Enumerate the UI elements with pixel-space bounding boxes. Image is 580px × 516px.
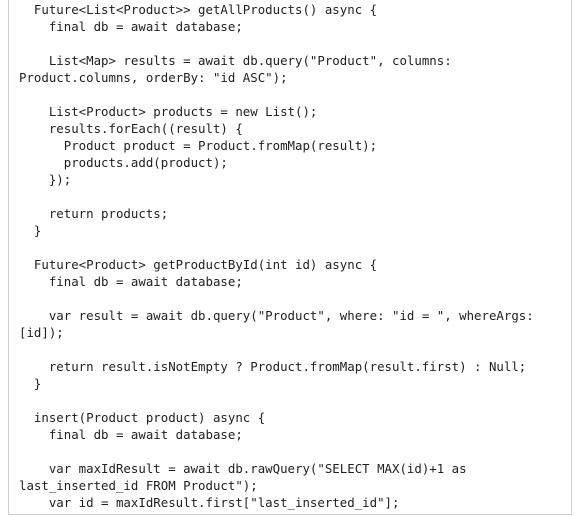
code-line: List<Product> products = new List();: [19, 104, 318, 119]
code-lines: Future<List<Product>> getAllProducts() a…: [19, 1, 567, 511]
code-line: [19, 290, 567, 307]
code-line: Future<List<Product>> getAllProducts() a…: [19, 2, 378, 17]
code-line: }: [19, 376, 42, 391]
code-line: products.add(product);: [19, 155, 228, 170]
code-line: [19, 35, 567, 52]
code-line: [19, 239, 567, 256]
code-line: final db = await database;: [19, 19, 243, 34]
code-line: }: [19, 223, 42, 238]
code-line: [19, 86, 567, 103]
code-line: [19, 443, 567, 460]
code-line: last_inserted_id FROM Product");: [19, 478, 258, 493]
code-line: [19, 188, 567, 205]
code-line: results.forEach((result) {: [19, 121, 243, 136]
code-line: return result.isNotEmpty ? Product.fromM…: [19, 359, 527, 374]
code-panel: Future<List<Product>> getAllProducts() a…: [8, 0, 572, 515]
code-line: [id]);: [19, 325, 64, 340]
code-line: var result = await db.query("Product", w…: [19, 308, 534, 323]
code-line: insert(Product product) async {: [19, 410, 266, 425]
code-line: Future<Product> getProductById(int id) a…: [19, 257, 378, 272]
code-line: Product.columns, orderBy: "id ASC");: [19, 70, 288, 85]
code-line: final db = await database;: [19, 274, 243, 289]
code-line: Product product = Product.fromMap(result…: [19, 138, 378, 153]
code-line: var maxIdResult = await db.rawQuery("SEL…: [19, 461, 467, 476]
code-line: return products;: [19, 206, 169, 221]
code-line: final db = await database;: [19, 427, 243, 442]
code-line: var id = maxIdResult.first["last_inserte…: [19, 495, 400, 510]
code-line: [19, 341, 567, 358]
code-line: List<Map> results = await db.query("Prod…: [19, 53, 452, 68]
code-line: });: [19, 172, 72, 187]
code-line: [19, 392, 567, 409]
